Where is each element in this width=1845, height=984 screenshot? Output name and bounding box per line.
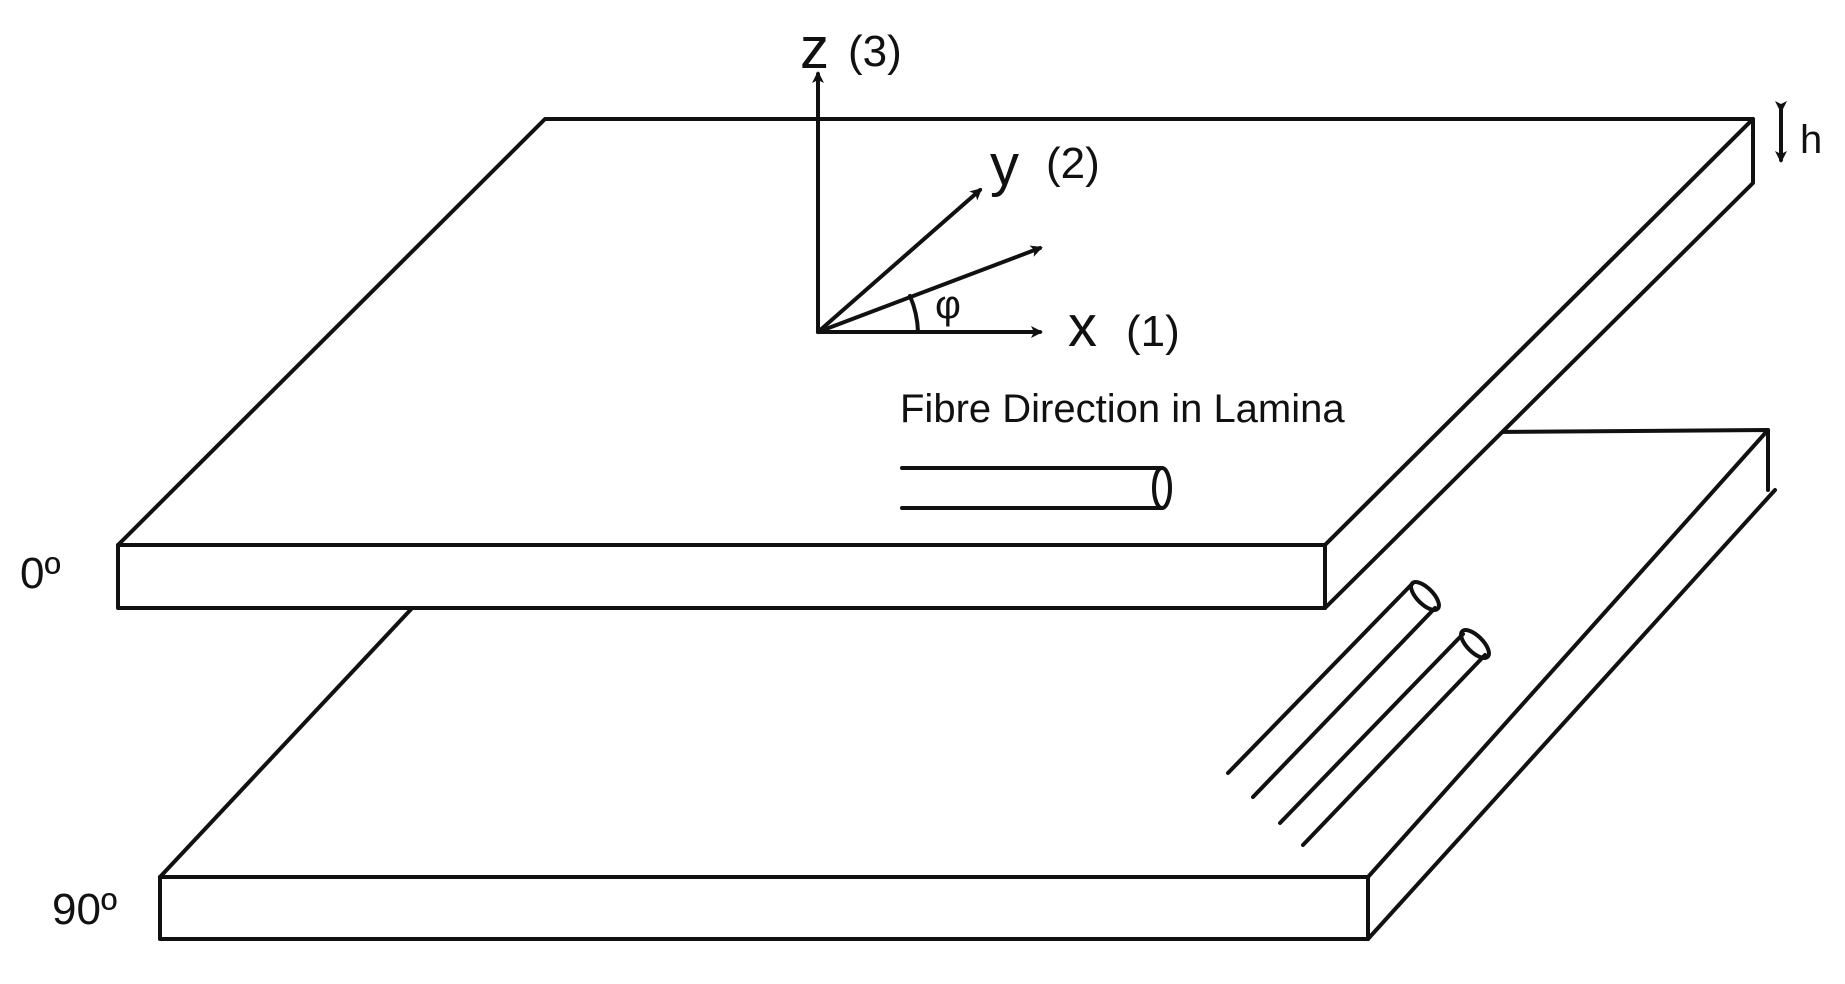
ply-label-top: 0º [20, 549, 61, 598]
y-axis-number: (2) [1046, 139, 1100, 188]
top-fibre [900, 466, 1172, 510]
bottom-lamina-front-face [158, 875, 1370, 941]
y-axis-label: y [990, 133, 1019, 198]
z-axis-number: (3) [848, 27, 902, 76]
thickness-label: h [1800, 118, 1822, 162]
ply-label-bottom: 90º [52, 885, 117, 934]
fibre-90-b-lower [1301, 653, 1487, 847]
fibre-90-b-upper [1278, 632, 1465, 825]
top-lamina-0 [116, 117, 1755, 610]
z-axis-label: z [800, 16, 829, 81]
angle-label: φ [935, 283, 961, 327]
bottom-lamina-back-edge [1494, 428, 1770, 492]
fibre-90-a-upper [1226, 581, 1415, 775]
bottom-lamina-right-face [1366, 428, 1770, 879]
bottom-fibres [1226, 580, 1491, 847]
y-axis-arrow [816, 188, 983, 334]
fibre-90-b-end [1459, 628, 1491, 660]
top-lamina-front-face [116, 543, 1327, 610]
fibre-angle-arrow [816, 245, 1043, 334]
fibre-caption: Fibre Direction in Lamina [900, 387, 1345, 431]
fibre-0-end [1152, 466, 1172, 510]
bottom-lamina-left-edge [158, 603, 417, 879]
angle-arc [908, 294, 920, 334]
bottom-lamina-right-bottom-edge [1366, 488, 1777, 941]
x-axis-number: (1) [1126, 307, 1180, 356]
top-lamina-right-face [1323, 117, 1755, 610]
fibre-90-a-lower [1251, 606, 1437, 799]
bottom-lamina-90 [158, 428, 1777, 941]
x-axis-label: x [1068, 294, 1097, 359]
fibre-90-a-end [1409, 580, 1441, 612]
coordinate-axes [812, 71, 1043, 338]
